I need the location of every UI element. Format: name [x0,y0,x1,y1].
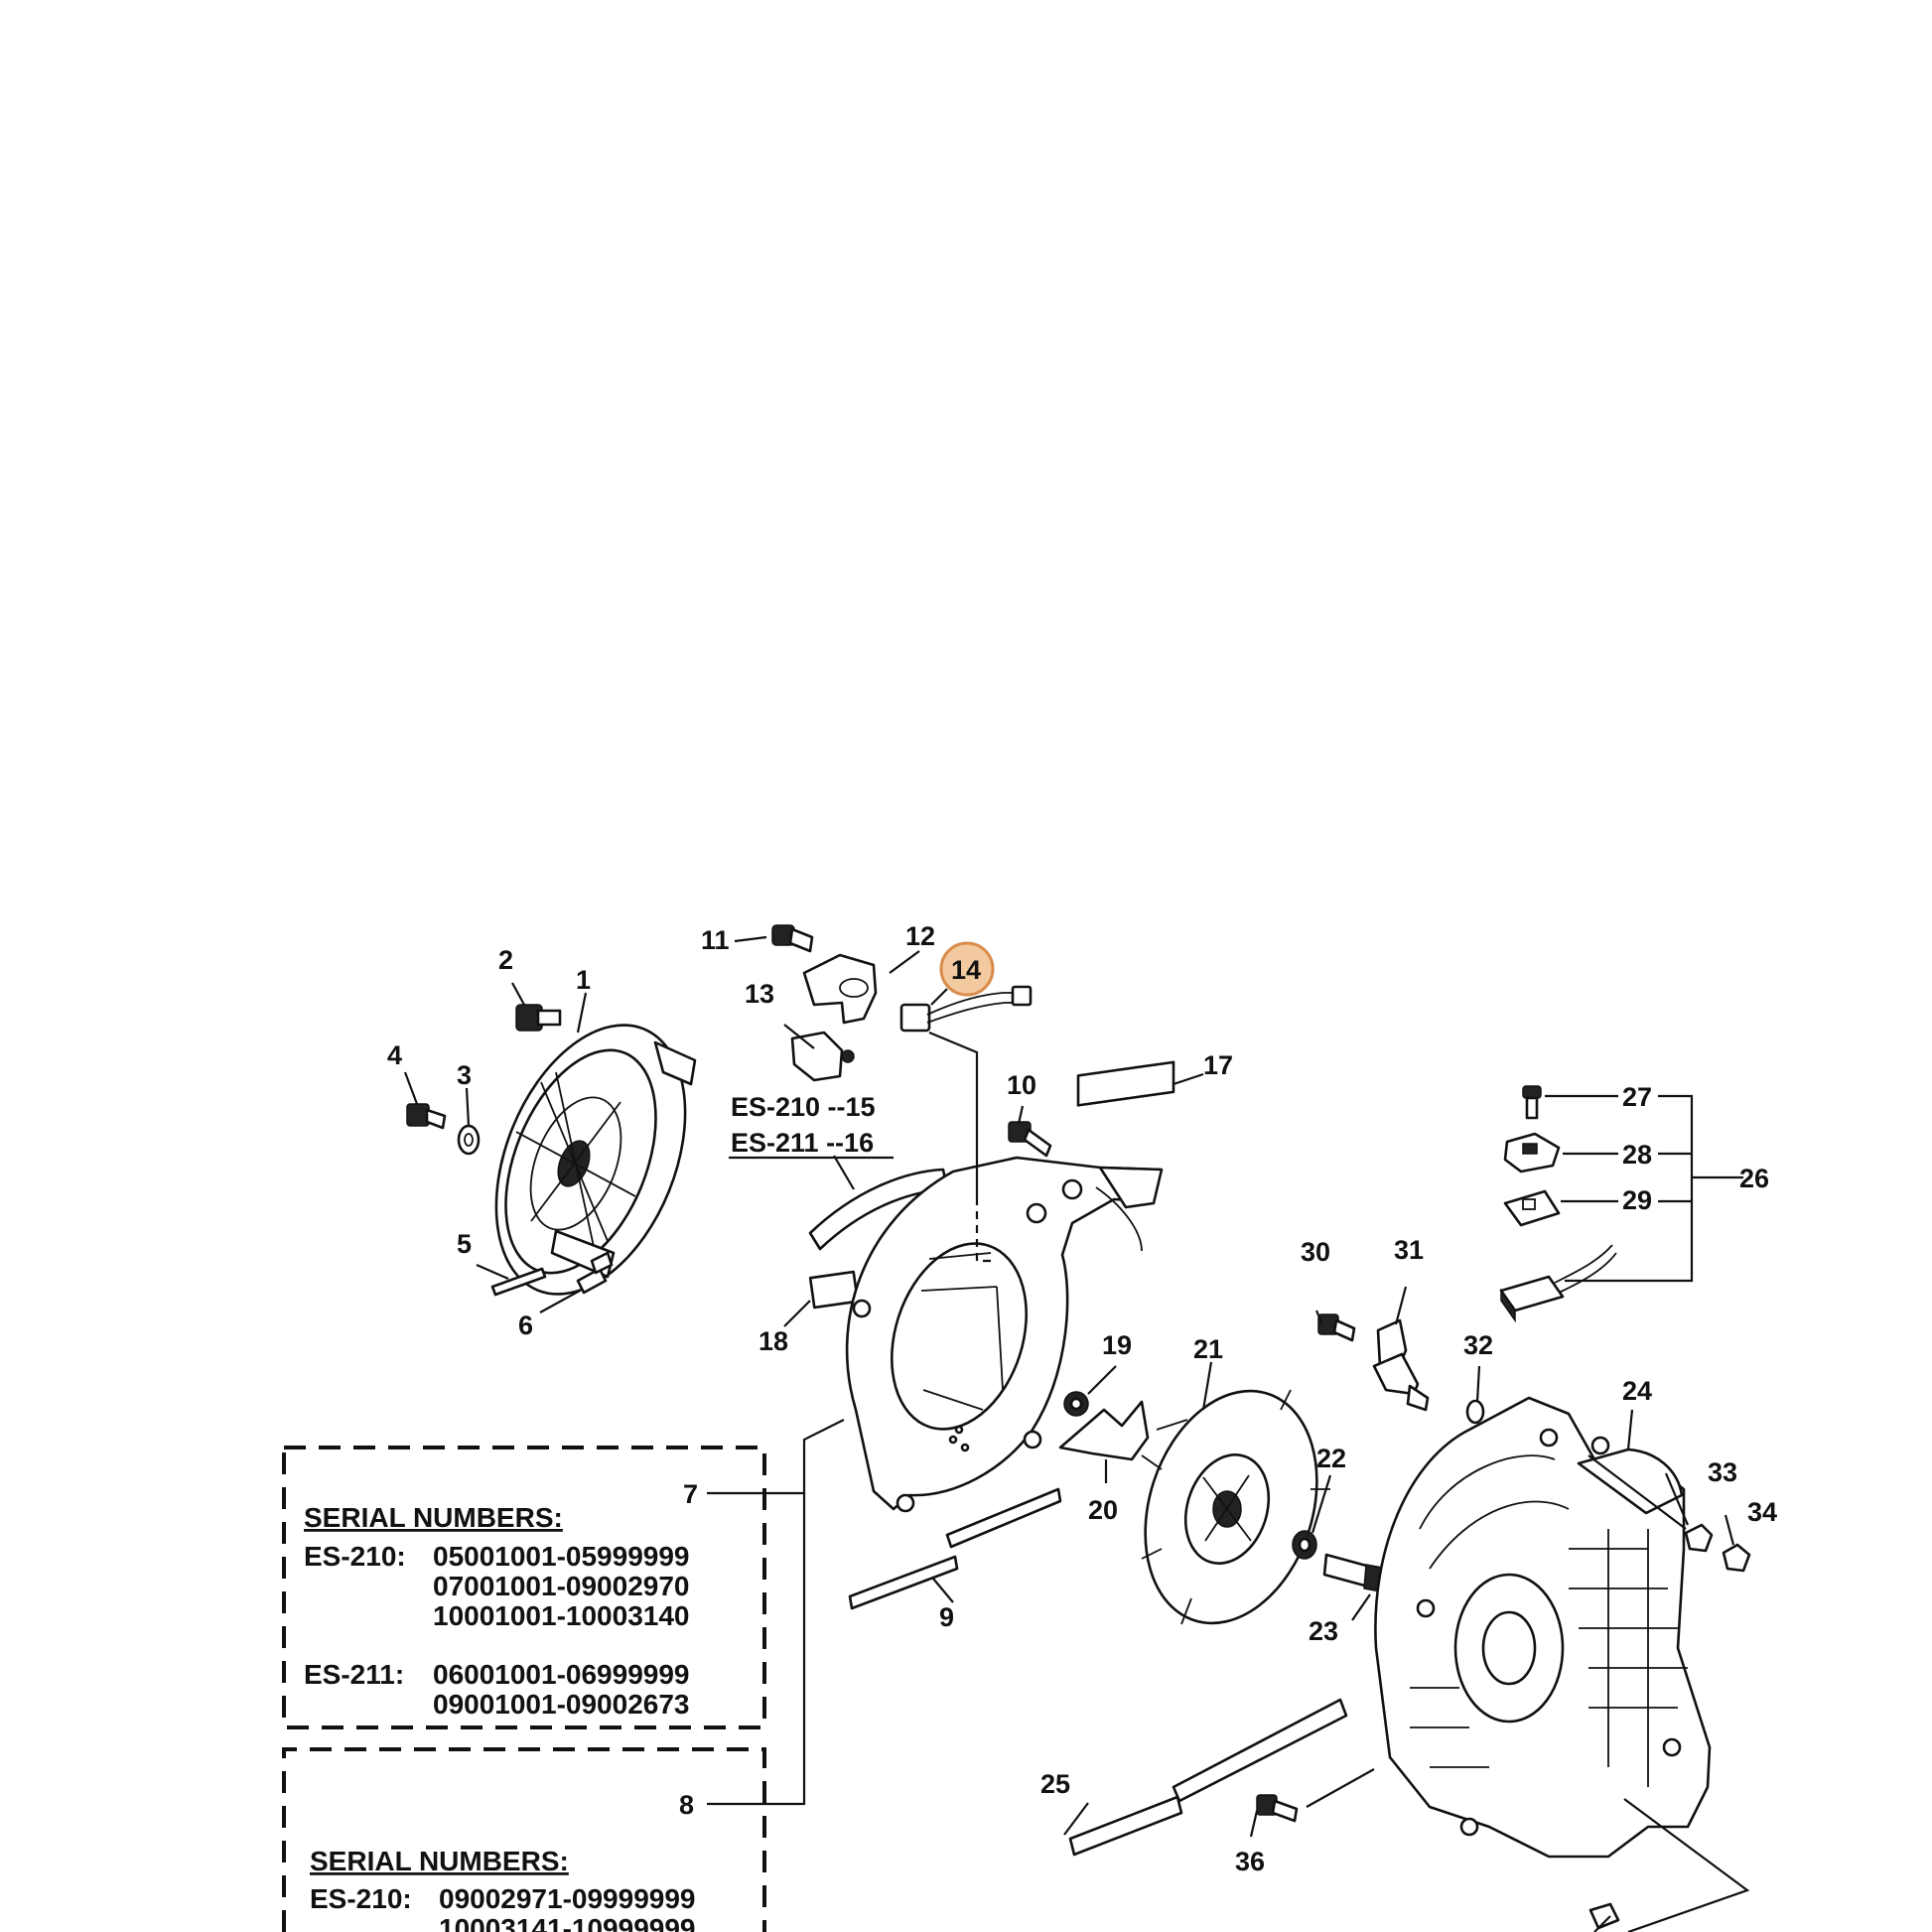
screw-11-part [771,924,814,953]
model-note-es210: ES-210 --15 [731,1092,876,1122]
washer-32-part [1465,1399,1485,1425]
callout-26: 26 [1739,1164,1769,1193]
recoil-starter-part [494,1024,697,1296]
callout-4: 4 [387,1040,402,1070]
fan-part [1141,1389,1330,1625]
serial-box-2-model-es210: ES-210: [310,1883,412,1914]
nut-19-part [1063,1391,1089,1417]
serial-numbers-box-2: SERIAL NUMBERS: ES-210: 09002971-0999999… [282,1747,766,1932]
nut-28-part [1503,1132,1561,1173]
callout-13: 13 [745,979,774,1009]
washer-part [457,1124,481,1156]
callout-14: 14 [951,955,981,985]
serial-box-1-range: 07001001-09002970 [433,1571,689,1601]
decal-18-part [808,1270,860,1310]
callout-8: 8 [679,1790,694,1820]
washer-hole [464,1133,474,1147]
callout-33: 33 [1708,1457,1737,1487]
callout-5: 5 [457,1229,472,1259]
callout-10: 10 [1007,1070,1036,1100]
serial-box-2-heading: SERIAL NUMBERS: [310,1846,569,1876]
callout-24: 24 [1622,1376,1652,1406]
serial-box-1-range: 05001001-05999999 [433,1541,689,1572]
callout-2: 2 [498,945,513,975]
spark-plug-cap-part [1372,1318,1430,1412]
ignition-coil-bracket-part [802,953,878,1025]
callout-18: 18 [759,1326,788,1356]
callout-30: 30 [1301,1237,1330,1267]
screw-10-part [1008,1121,1052,1158]
callout-36: 36 [1235,1847,1265,1876]
callout-7: 7 [683,1479,698,1509]
callout-labels: 1 2 3 4 5 6 7 8 9 10 11 12 13 14 17 18 1… [387,921,1777,1876]
callout-25: 25 [1040,1769,1070,1799]
seal-25-part [1172,1698,1348,1803]
bolt-part [515,1004,562,1032]
callout-1: 1 [576,965,591,995]
fan-guide-part [1058,1400,1150,1461]
serial-box-1-heading: SERIAL NUMBERS: [304,1502,563,1533]
callout-21: 21 [1193,1334,1223,1364]
screw-27-part [1522,1085,1542,1120]
bolt-36-part [1256,1794,1299,1823]
leader-lines [403,935,1750,1932]
callout-31: 31 [1394,1235,1424,1265]
callout-20: 20 [1088,1495,1118,1525]
serial-box-1-model-es211: ES-211: [304,1659,404,1690]
callout-3: 3 [457,1060,472,1090]
seal-25-part [1068,1795,1183,1857]
callout-22: 22 [1316,1444,1346,1473]
switch-wire-part [899,985,1033,1033]
engine-housing-part [1374,1396,1712,1859]
fan-case-part [845,1156,1164,1513]
cushion-part [1588,1902,1620,1930]
callout-9: 9 [939,1602,954,1632]
serial-box-1-range: 10001001-10003140 [433,1600,689,1631]
seal-9-part [848,1555,959,1610]
callout-27: 27 [1622,1082,1652,1112]
nut-33-part [1684,1523,1714,1553]
serial-box-1-model-es210: ES-210: [304,1541,406,1572]
callout-23: 23 [1309,1616,1338,1646]
ignition-module-part [790,1031,855,1082]
bolt-30-part [1317,1313,1356,1342]
callout-6: 6 [518,1311,533,1340]
callout-28: 28 [1622,1140,1652,1170]
callout-19: 19 [1102,1330,1132,1360]
decal-17-part [1076,1060,1175,1107]
serial-box-2-range: 09002971-09999999 [439,1883,695,1914]
callout-34: 34 [1747,1497,1777,1527]
callout-29: 29 [1622,1185,1652,1215]
spring-part [576,1251,614,1295]
callout-12: 12 [905,921,935,951]
callout-32: 32 [1463,1330,1493,1360]
serial-box-2-range: 10003141-10999999 [439,1913,695,1932]
serial-box-1-range: 06001001-06999999 [433,1659,689,1690]
seal-9-part [945,1487,1062,1549]
model-note-es211: ES-211 --16 [731,1128,874,1158]
nut-34-part [1722,1543,1751,1573]
serial-box-1-range: 09001001-09002673 [433,1689,689,1720]
callout-17: 17 [1203,1050,1233,1080]
serial-numbers-box-1: SERIAL NUMBERS: ES-210: 05001001-0599999… [282,1446,766,1729]
screw-part [406,1103,447,1130]
pin-part [490,1267,547,1297]
connector-26-part [1499,1244,1617,1323]
highlight-circle [939,941,995,997]
callout-11: 11 [701,925,730,955]
washer-22-hole [1298,1537,1311,1553]
plate-29-part [1503,1189,1561,1227]
